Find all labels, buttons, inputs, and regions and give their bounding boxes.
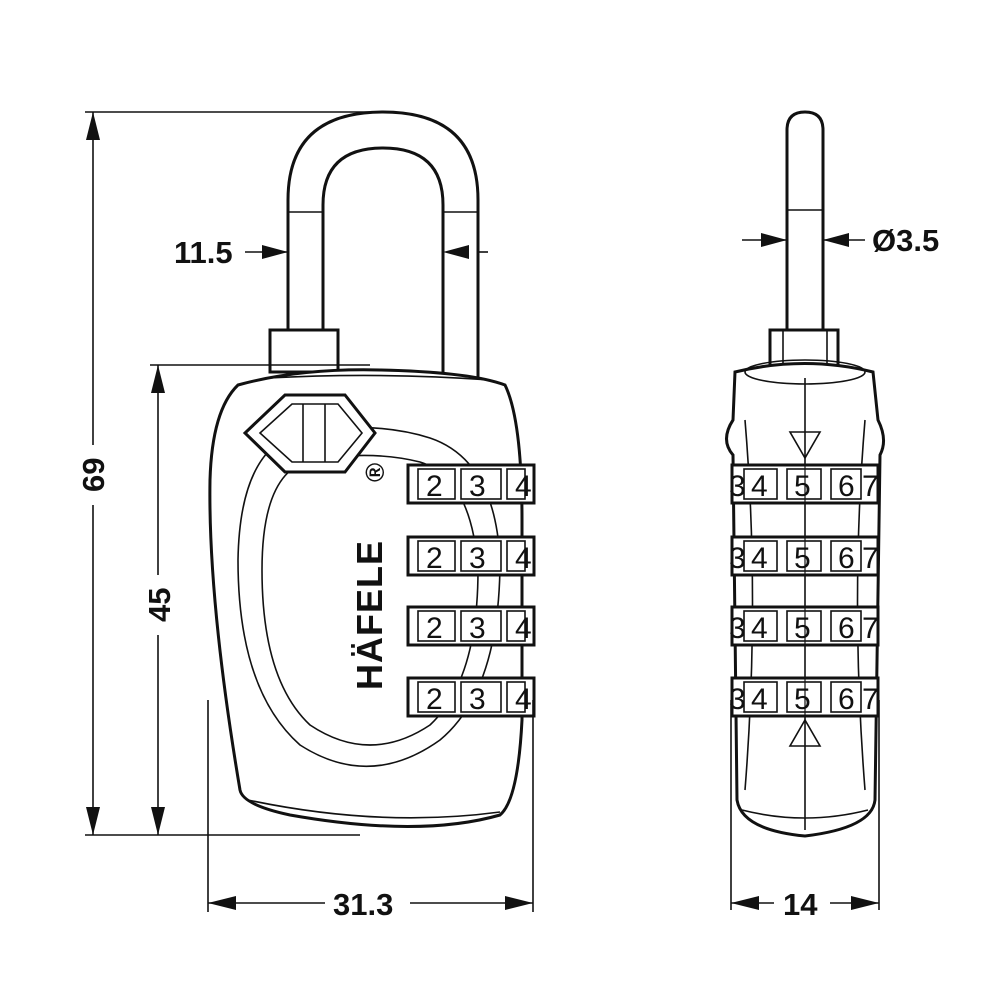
wheel-digit: 2: [426, 683, 443, 716]
wheel-digit: 6: [838, 683, 855, 716]
wheel-digit: 2: [426, 542, 443, 575]
front-shackle: [286, 110, 480, 382]
wheel-digit: 3: [469, 683, 486, 716]
wheel-digit: 4: [751, 612, 768, 645]
wheel-digit: 3: [469, 612, 486, 645]
wheel-digit: 4: [751, 683, 768, 716]
registered-mark: ®: [360, 463, 390, 482]
front-face-oval: [237, 426, 501, 768]
wheel-digit: 3: [469, 470, 486, 503]
dim-body-height: 45: [142, 588, 177, 622]
dim-shackle-diameter: Ø3.5: [872, 223, 939, 258]
wheel-digit: 4: [751, 470, 768, 503]
wheel-digit: 3: [729, 470, 746, 503]
dim-total-height: 69: [76, 458, 111, 492]
down-arrow-icon: [788, 431, 822, 460]
wheel-digit: 3: [469, 542, 486, 575]
dim-shackle-width: 11.5: [174, 235, 233, 270]
wheel-digit: 7: [862, 542, 879, 575]
wheel-digit: 7: [862, 612, 879, 645]
brand-name: HÄFELE: [349, 540, 390, 690]
wheel-digit: 4: [515, 470, 532, 503]
wheel-digit: 2: [426, 612, 443, 645]
wheel-digit: 3: [729, 542, 746, 575]
wheel-digit: 6: [838, 470, 855, 503]
wheel-digit: 5: [794, 683, 811, 716]
wheel-digit: 6: [838, 612, 855, 645]
wheel-digit: 5: [794, 612, 811, 645]
wheel-digit: 6: [838, 542, 855, 575]
wheel-digit: 4: [751, 542, 768, 575]
dim-side-width: 14: [783, 887, 818, 922]
side-shackle: [785, 110, 825, 377]
wheel-digit: 3: [729, 612, 746, 645]
hex-window-icon: [242, 393, 377, 474]
wheel-digit: 4: [515, 612, 532, 645]
wheel-digit: 7: [862, 470, 879, 503]
wheel-digit: 4: [515, 683, 532, 716]
dim-body-width: 31.3: [333, 887, 393, 922]
wheel-digit: 3: [729, 683, 746, 716]
wheel-digit: 5: [794, 470, 811, 503]
dimension-lines: 69 45 11.5 31.3 14 Ø3.5: [76, 111, 939, 922]
wheel-digit: 4: [515, 542, 532, 575]
wheel-digit: 7: [862, 683, 879, 716]
wheel-digit: 2: [426, 470, 443, 503]
up-arrow-icon: [788, 718, 822, 747]
wheel-digit: 5: [794, 542, 811, 575]
